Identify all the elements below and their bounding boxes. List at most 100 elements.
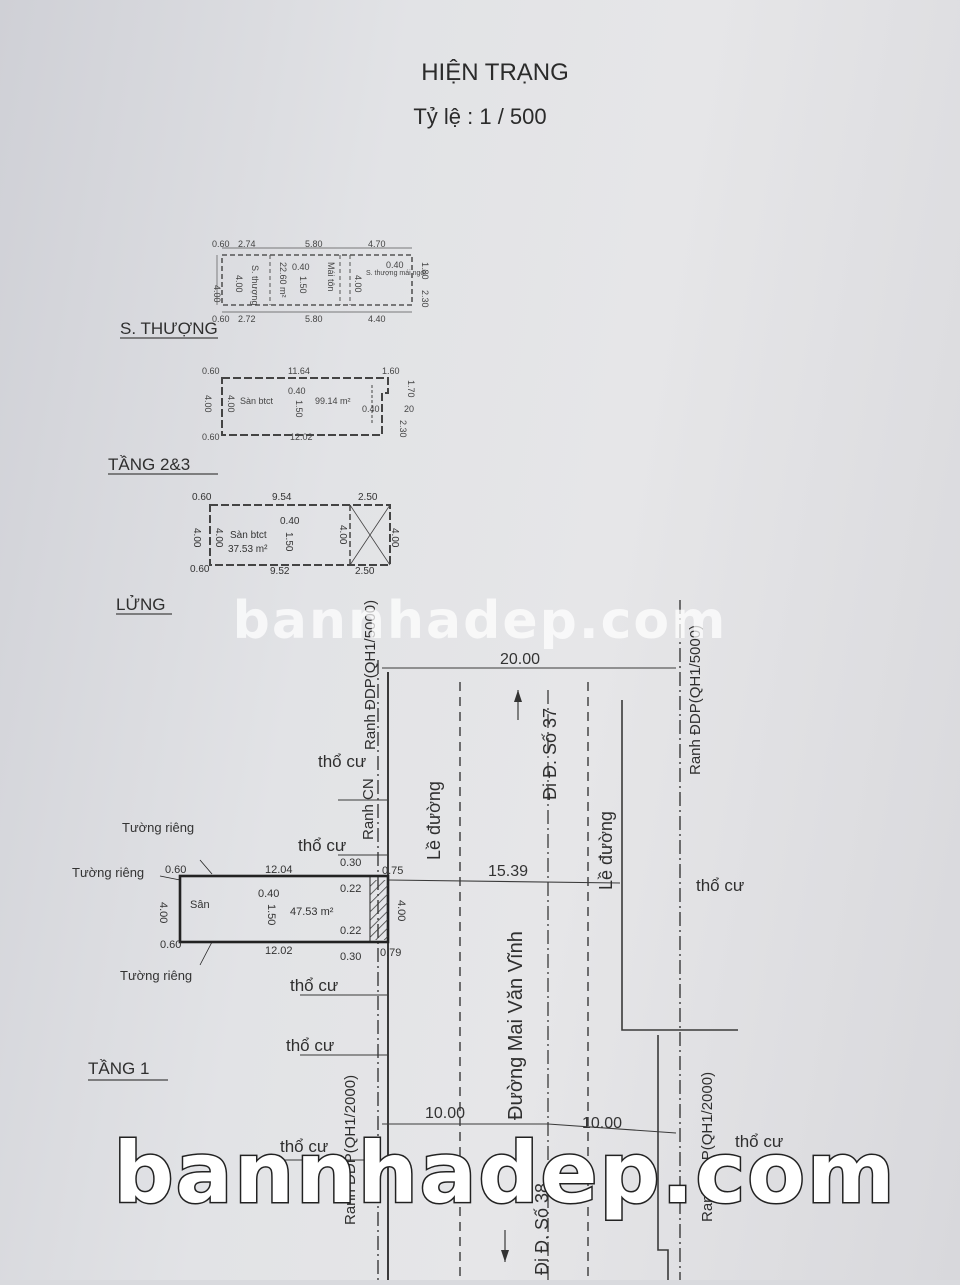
floor23-dim-020: 20 (404, 404, 414, 414)
gf-dim-060a: 0.60 (165, 864, 186, 876)
gf-dim-022b: 0.22 (340, 925, 361, 937)
leader-tuong-3 (199, 941, 213, 966)
floor23-area: 99.14 m² (315, 396, 351, 406)
direction-so38: Đi Đ. Số 38 (532, 1183, 552, 1275)
street-name: Đường Mai Văn Vĩnh (505, 931, 527, 1120)
roof-dim-040a: 0.40 (292, 262, 310, 272)
floor23-dim-060b: 0.60 (202, 432, 220, 442)
street-lines (280, 600, 738, 1280)
floor23-plan (221, 377, 389, 436)
roof-room-2: S. thượng mái ngói (366, 270, 426, 277)
frontage-line-right-lower (657, 1035, 669, 1280)
mezzanine-labels: 0.60 9.54 2.50 4.00 4.00 Sàn btct 37.53 … (190, 492, 400, 577)
thocu-6: thổ cư (280, 1137, 328, 1156)
gf-dim-400b: 4.00 (395, 900, 407, 921)
floor23-dim-1202: 12.02 (290, 432, 313, 442)
mezz-dim-954: 9.54 (272, 492, 292, 503)
mezz-dim-040: 0.40 (280, 516, 300, 527)
thocu-7: thổ cư (735, 1132, 783, 1151)
gf-dim-075: 0.75 (382, 865, 403, 877)
roof-plan-labels: 0.60 2.74 5.80 4.70 1.80 4.00 4.00 S. th… (212, 239, 430, 324)
roof-dim-400a: 4.00 (212, 285, 222, 303)
ranh-top-right: Ranh ĐDP(QH1/5000) (687, 625, 704, 775)
roof-dim-060a: 0.60 (212, 239, 230, 249)
roof-area: 22.60 m² (278, 262, 288, 298)
site-labels: Ranh ĐDP(QH1/5000) Ranh ĐDP(QH1/5000) Ra… (280, 600, 783, 1275)
floor23-dim-060a: 0.60 (202, 366, 220, 376)
gf-dim-150: 1.50 (265, 904, 277, 925)
leader-tuong-1 (199, 859, 213, 875)
floor23-outline (221, 377, 389, 436)
roof-room-3: Mái tôn (326, 262, 336, 292)
label-tuong-rieng-3: Tường riêng (120, 968, 192, 983)
gf-san: Sân (190, 899, 210, 911)
gf-dim-030b: 0.30 (340, 951, 361, 963)
gf-dim-079: 0.79 (380, 947, 401, 959)
dim-line-1539 (387, 879, 621, 884)
thocu-2: thổ cư (298, 836, 346, 855)
mezz-dim-150: 1.50 (283, 532, 294, 552)
section-label-floor23: TẦNG 2&3 (108, 455, 190, 474)
roof-dim-440: 4.40 (368, 314, 386, 324)
mezz-dim-250b: 2.50 (355, 566, 375, 577)
roof-plan (216, 247, 413, 313)
gf-dim-400a: 4.00 (157, 902, 169, 923)
mezz-dim-060a: 0.60 (192, 492, 212, 503)
roof-dim-470: 4.70 (368, 239, 386, 249)
ranh-cn: Ranh CN (360, 778, 377, 840)
ground-floor-labels: Tường riêng Tường riêng Tường riêng 0.60… (72, 820, 407, 983)
roof-dim-230: 2.30 (420, 290, 430, 308)
ranh-bottom-right: Ranh ĐDP(QH1/2000) (699, 1072, 716, 1222)
roof-dim-040b: 0.40 (386, 260, 404, 270)
arrow-up-icon (514, 690, 522, 702)
ground-floor-plan (159, 859, 390, 966)
mezz-dim-400b: 4.00 (213, 528, 224, 548)
thocu-4: thổ cư (290, 976, 338, 995)
floor23-dim-150: 1.50 (294, 400, 304, 418)
sheet-scale: Tỷ lệ : 1 / 500 (413, 104, 546, 129)
section-label-mezzanine: LỬNG (116, 595, 165, 614)
gf-dim-1202: 12.02 (265, 945, 293, 957)
ground-floor-hatch (370, 880, 388, 940)
floor23-labels: 0.60 11.64 1.60 1.70 4.00 4.00 Sàn btct … (202, 366, 416, 442)
leader-tuong-2 (159, 875, 181, 881)
mezzanine-outline (209, 504, 391, 566)
roof-dim-274: 2.74 (238, 239, 256, 249)
floor23-room: Sàn btct (240, 396, 274, 406)
mezz-dim-250a: 2.50 (358, 492, 378, 503)
le-duong-left: Lề đường (424, 781, 444, 860)
sheet-title: HIỆN TRẠNG (421, 59, 569, 86)
ranh-bottom-left: Ranh ĐDP(QH1/2000) (342, 1075, 359, 1225)
mezz-dim-400a: 4.00 (191, 528, 202, 548)
dim-line-1000b (547, 1123, 677, 1134)
floor23-dim-160: 1.60 (382, 366, 400, 376)
frontage-line-right (621, 700, 738, 1031)
direction-so37: Đi Đ. Số 37 (540, 708, 560, 800)
label-tuong-rieng-1: Tường riêng (122, 820, 194, 835)
mezz-area: 37.53 m² (228, 544, 268, 555)
gf-dim-060b: 0.60 (160, 939, 181, 951)
roof-dim-400c: 4.00 (353, 275, 363, 293)
floor23-dim-040b: 0.40 (362, 404, 380, 414)
mezz-dim-952: 9.52 (270, 566, 290, 577)
section-label-roof: S. THƯỢNG (120, 319, 218, 338)
floor23-dim-040a: 0.40 (288, 386, 306, 396)
watermark-bottom: bannhadep.com (113, 1124, 896, 1222)
mezz-dim-400c: 4.00 (337, 525, 348, 545)
dim-1000b: 10.00 (582, 1115, 622, 1132)
ranh-top-left: Ranh ĐDP(QH1/5000) (362, 600, 379, 750)
thocu-3: thổ cư (696, 876, 744, 895)
arrow-down-icon (501, 1250, 509, 1262)
roof-dim-060b: 0.60 (212, 314, 230, 324)
mezz-dim-400d: 4.00 (389, 528, 400, 548)
floor23-dim-400: 4.00 (203, 395, 213, 413)
gf-dim-1204: 12.04 (265, 864, 293, 876)
roof-dim-580a: 5.80 (305, 239, 323, 249)
mezzanine-plan (209, 504, 391, 566)
gf-dim-040: 0.40 (258, 888, 279, 900)
floor23-dim-170: 1.70 (406, 380, 416, 398)
floor23-dim-1164: 11.64 (288, 366, 310, 376)
mezz-dim-060b: 0.60 (190, 564, 210, 575)
